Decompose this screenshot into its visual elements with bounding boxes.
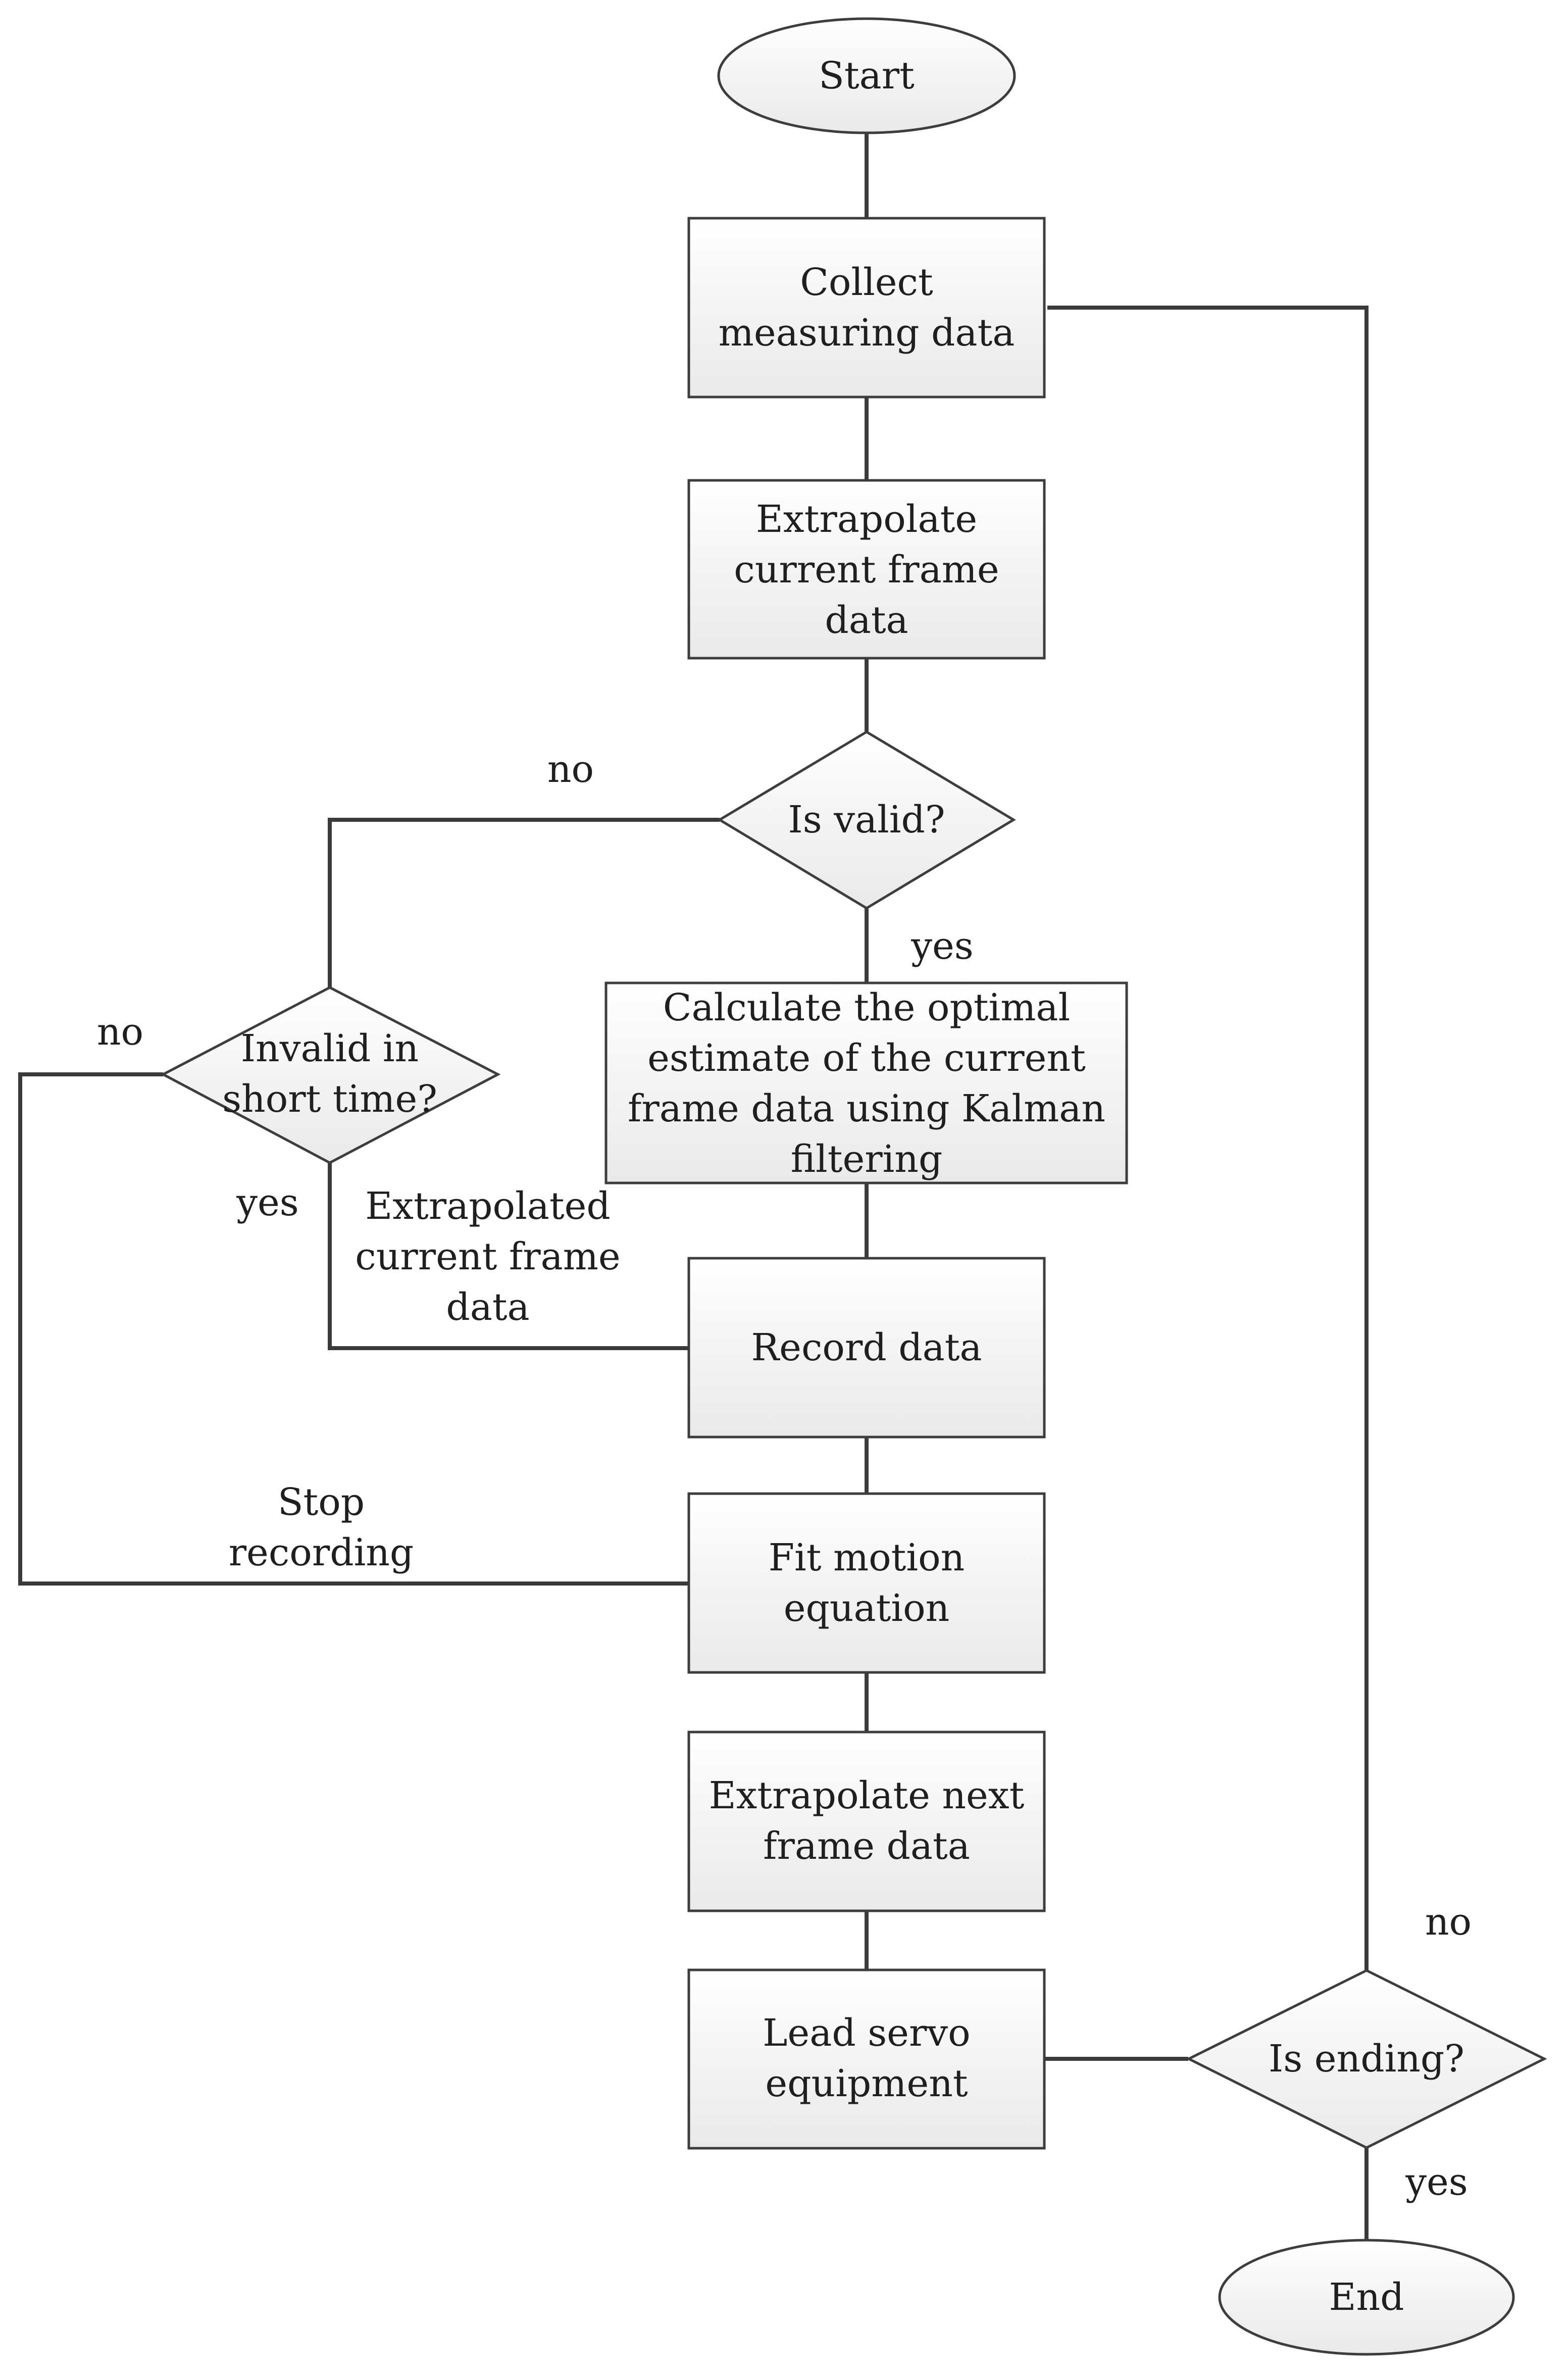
edge-is-ending-no-to-collect [1047, 306, 1369, 1970]
extrapolate-current-frame-node: Extrapolate current frame data [687, 479, 1046, 660]
collect-label-line-2: measuring data [719, 311, 1015, 355]
lead-servo-line-1: Lead servo [763, 2011, 970, 2055]
extrapolated-current-line-2: current frame [355, 1235, 620, 1278]
invalid-short-no-label: no [97, 1010, 143, 1054]
calculate-line-1: Calculate the optimal [663, 986, 1070, 1029]
calculate-kalman-node: Calculate the optimal estimate of the cu… [604, 981, 1128, 1184]
extrapolate-next-line-1: Extrapolate next [709, 1774, 1025, 1817]
nodes: Start Collect measuring data Extrapolate… [160, 17, 1547, 2356]
extrapolated-current-line-3: data [446, 1286, 529, 1329]
is-ending-label: Is ending? [1269, 2037, 1464, 2081]
is-valid-no-label: no [547, 748, 594, 791]
is-valid-label: Is valid? [788, 798, 945, 842]
is-valid-yes-label: yes [911, 924, 974, 968]
extrapolate-current-line-1: Extrapolate [756, 498, 977, 541]
invalid-short-yes-label: yes [236, 1181, 299, 1224]
is-ending-yes-label: yes [1405, 2160, 1468, 2204]
fit-motion-line-2: equation [784, 1587, 950, 1630]
calculate-line-4: filtering [791, 1138, 943, 1181]
edge-invalid-short-no-to-fit-motion [18, 1072, 689, 1586]
extrapolated-current-line-1: Extrapolated [365, 1184, 611, 1228]
is-valid-decision-node: Is valid? [717, 730, 1016, 910]
end-label: End [1329, 2276, 1404, 2319]
collect-label-line-1: Collect [800, 261, 933, 304]
stop-recording-line-1: Stop [278, 1480, 365, 1524]
end-node: End [1218, 2239, 1515, 2356]
edge-invalid-short-yes-to-record [328, 1163, 689, 1350]
collect-measuring-data-node: Collect measuring data [687, 217, 1046, 399]
extrapolate-current-line-3: data [825, 599, 908, 642]
edges [18, 133, 1369, 2240]
is-ending-decision-node: Is ending? [1186, 1969, 1547, 2149]
invalid-short-line-2: short time? [222, 1077, 437, 1121]
record-data-node: Record data [687, 1257, 1046, 1439]
fit-motion-line-1: Fit motion [769, 1536, 965, 1579]
edge-is-valid-no-to-invalid-short [328, 818, 720, 987]
stop-recording-line-2: recording [229, 1531, 414, 1574]
calculate-line-3: frame data using Kalman [628, 1087, 1105, 1130]
extrapolate-next-line-2: frame data [763, 1824, 970, 1868]
start-node: Start [717, 17, 1016, 134]
calculate-line-2: estimate of the current [647, 1036, 1086, 1080]
record-data-label: Record data [751, 1326, 982, 1369]
invalid-short-line-1: Invalid in [241, 1027, 419, 1070]
fit-motion-equation-node: Fit motion equation [687, 1492, 1046, 1674]
lead-servo-equipment-node: Lead servo equipment [687, 1968, 1046, 2150]
edge-labels: no yes no yes Extrapolated current frame… [97, 748, 1472, 2204]
is-ending-no-label: no [1425, 1900, 1472, 1944]
lead-servo-line-2: equipment [765, 2062, 968, 2105]
extrapolate-current-line-2: current frame [734, 548, 999, 591]
invalid-short-time-decision-node: Invalid in short time? [160, 986, 501, 1164]
start-label: Start [819, 54, 915, 97]
extrapolate-next-frame-node: Extrapolate next frame data [687, 1731, 1046, 1912]
